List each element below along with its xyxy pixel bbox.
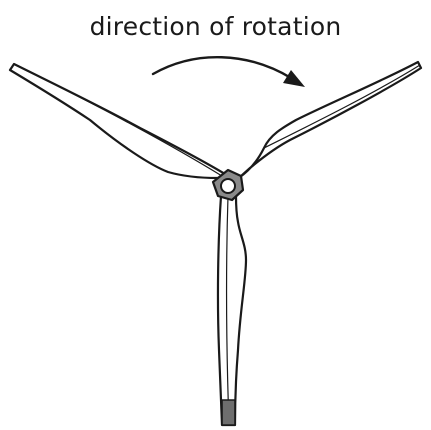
hub-nut-icon: [211, 168, 245, 202]
rotation-caption: direction of rotation: [89, 12, 342, 41]
curved-arrow-icon: [151, 55, 305, 87]
right-blade: [238, 60, 423, 179]
left-blade: [8, 62, 227, 180]
bottom-blade: [216, 194, 248, 427]
